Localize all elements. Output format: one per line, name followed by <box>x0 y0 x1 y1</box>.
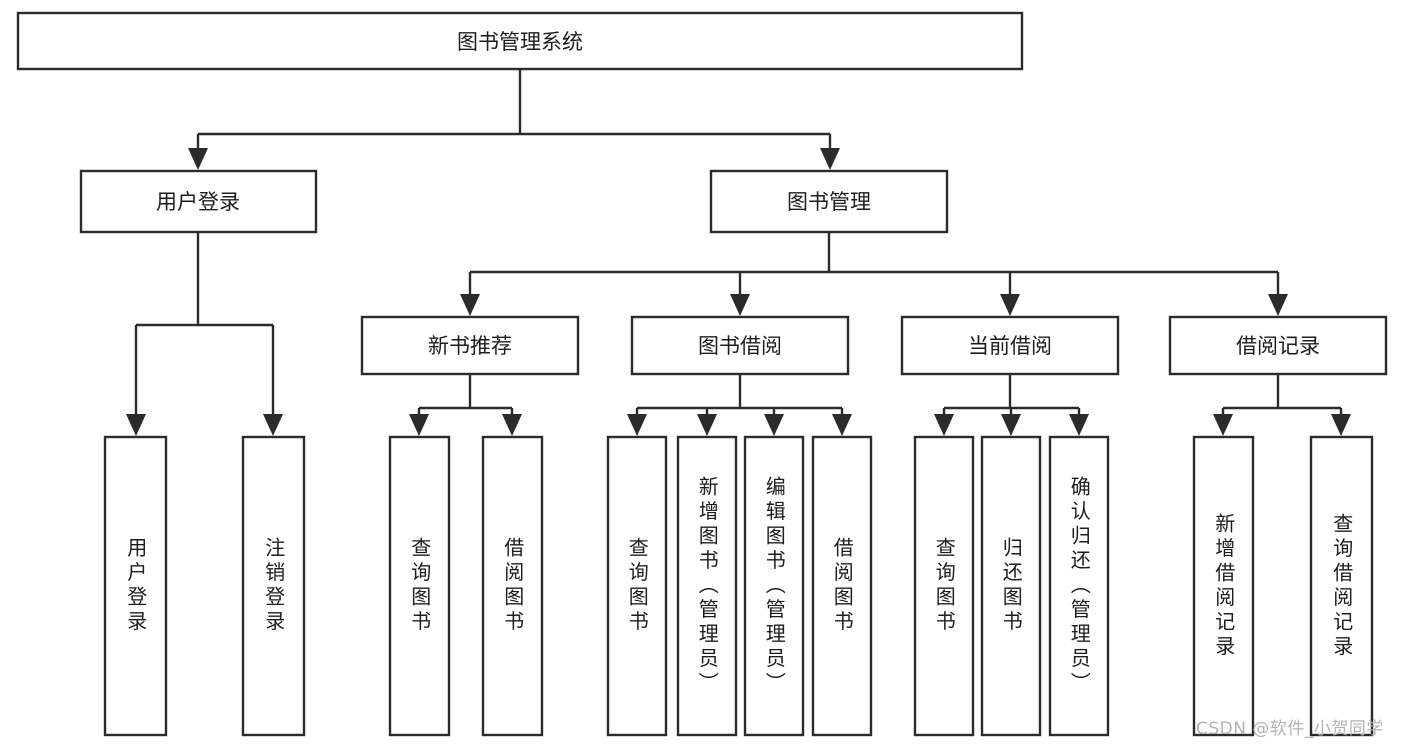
node-user-login-label: 用户登录 <box>156 190 240 214</box>
arrow-borrow-record-to-query-record <box>1331 414 1351 436</box>
node-new-book-rec-label: 新书推荐 <box>428 334 512 358</box>
node-current-borrow-label: 当前借阅 <box>968 334 1052 358</box>
connector-layer <box>126 69 1351 436</box>
arrow-book-borrow-to-query-book <box>627 414 647 436</box>
node-new-book-rec-box[interactable] <box>360 315 580 376</box>
node-leaf-query-book-3-box[interactable] <box>913 435 975 737</box>
csdn-watermark: CSDN @软件_小贺同学 <box>1196 719 1384 739</box>
arrow-current-borrow-to-confirm-return <box>1069 414 1089 436</box>
connector-user-login-trunk <box>134 232 275 418</box>
arrow-new-book-rec-to-query-book <box>409 414 429 436</box>
node-leaf-add-record-box[interactable] <box>1192 435 1255 737</box>
node-root-label: 图书管理系统 <box>457 30 583 54</box>
node-leaf-query-record-box[interactable] <box>1309 435 1374 737</box>
node-borrow-record-box[interactable] <box>1168 315 1388 376</box>
arrow-new-book-rec-to-borrow-book <box>502 414 522 436</box>
arrow-book-manage-to-borrow-record <box>1268 294 1288 316</box>
node-current-borrow-box[interactable] <box>900 315 1120 376</box>
node-leaf-return-book-box[interactable] <box>980 435 1042 737</box>
node-book-borrow-box[interactable] <box>630 315 850 376</box>
node-borrow-record-label: 借阅记录 <box>1236 334 1320 358</box>
arrow-user-login-to-leaf-user-login <box>126 414 146 436</box>
arrow-root-to-user-login <box>188 148 208 170</box>
node-leaf-borrow-book-1-box[interactable] <box>481 435 544 737</box>
arrow-root-to-book-manage <box>820 148 840 170</box>
node-user-login-box[interactable] <box>79 169 318 234</box>
arrow-book-borrow-to-edit-book <box>764 414 784 436</box>
arrow-book-manage-to-new-book-rec <box>460 294 480 316</box>
node-book-borrow-label: 图书借阅 <box>698 334 782 358</box>
connector-book-manage-trunk <box>468 232 1280 298</box>
arrow-book-manage-to-book-borrow <box>730 294 750 316</box>
arrow-book-borrow-to-add-book <box>697 414 717 436</box>
node-leaf-borrow-book-2-box[interactable] <box>811 435 873 737</box>
connector-current-borrow-trunk <box>942 374 1081 418</box>
node-leaf-user-logout-box[interactable] <box>241 435 306 737</box>
connector-new-book-rec-trunk <box>417 374 514 418</box>
arrow-user-login-to-leaf-user-logout <box>263 414 283 436</box>
node-leaf-confirm-return-box[interactable] <box>1048 435 1110 737</box>
node-leaf-query-book-1-box[interactable] <box>388 435 451 737</box>
arrow-borrow-record-to-add-record <box>1213 414 1233 436</box>
node-leaf-query-book-2-box[interactable] <box>606 435 668 737</box>
arrow-book-borrow-to-borrow-book <box>832 414 852 436</box>
connector-book-borrow-trunk <box>635 374 844 418</box>
arrow-current-borrow-to-query-book <box>934 414 954 436</box>
node-leaf-add-book-box[interactable] <box>676 435 738 737</box>
connector-borrow-record-trunk <box>1221 374 1343 418</box>
connector-root-trunk <box>196 69 832 152</box>
node-book-manage-label: 图书管理 <box>787 190 871 214</box>
node-leaf-edit-book-box[interactable] <box>743 435 805 737</box>
node-leaf-user-login-box[interactable] <box>103 435 168 737</box>
node-layer: 图书管理系统 用户登录 图书管理 新书推荐 图书借阅 当前借阅 借阅记录 <box>16 11 1388 737</box>
arrow-current-borrow-to-return-book <box>1001 414 1021 436</box>
node-book-manage-box[interactable] <box>709 169 949 234</box>
node-root-box[interactable] <box>16 11 1024 71</box>
arrow-book-manage-to-current-borrow <box>1000 294 1020 316</box>
